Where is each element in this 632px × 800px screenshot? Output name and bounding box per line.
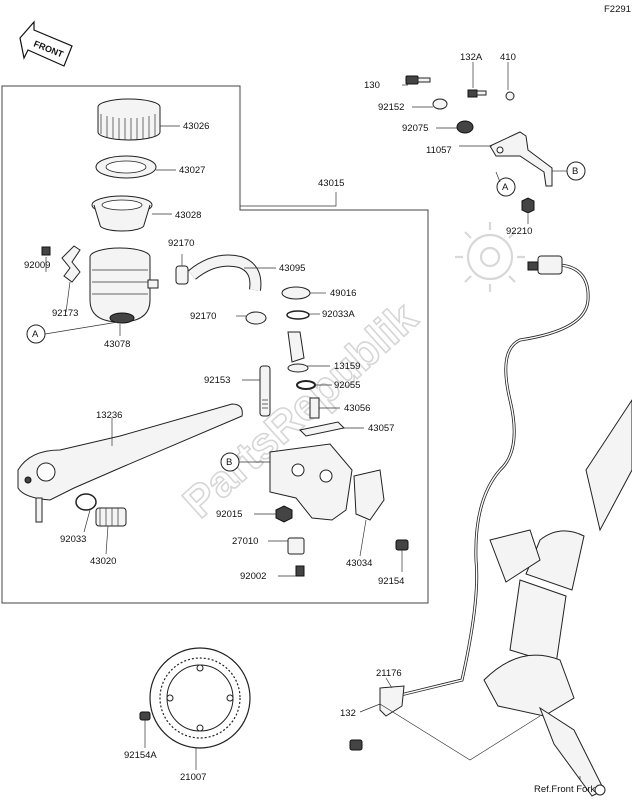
part-label-11057: 11057	[426, 145, 452, 156]
part-label-43026: 43026	[183, 121, 209, 132]
part-label-43020: 43020	[90, 556, 116, 567]
part-label-92009: 92009	[24, 260, 50, 271]
part-label-13159: 13159	[334, 361, 360, 372]
lever-group	[17, 403, 243, 527]
reservoir-tank	[89, 247, 159, 324]
bracket-group	[405, 75, 553, 214]
callout-b-label: B	[572, 166, 578, 177]
part-label-92075: 92075	[402, 123, 428, 134]
part-label-13236: 13236	[96, 410, 122, 421]
part-label-410: 410	[500, 52, 516, 63]
part-label-43027: 43027	[179, 165, 205, 176]
front-fork	[483, 399, 632, 797]
gear-watermark-icon	[455, 222, 525, 292]
part-label-92210: 92210	[506, 226, 532, 237]
part-label-92173: 92173	[52, 308, 78, 319]
part-label-92170-upper: 92170	[168, 238, 194, 249]
part-label-92154a: 92154A	[124, 750, 157, 761]
part-label-21176: 21176	[376, 668, 402, 679]
callout-b-label: B	[226, 457, 232, 468]
part-label-43015: 43015	[318, 178, 344, 189]
part-label-49016: 49016	[330, 288, 356, 299]
part-label-92153: 92153	[204, 375, 230, 386]
callout-a-reservoir: A	[26, 324, 46, 344]
reservoir-cap	[97, 98, 161, 141]
part-label-43078: 43078	[104, 339, 130, 350]
callout-a-bracket: A	[496, 177, 516, 197]
part-label-43095: 43095	[279, 263, 305, 274]
callout-b-body: B	[220, 452, 240, 472]
reservoir-group	[41, 98, 189, 324]
part-label-27010: 27010	[232, 536, 258, 547]
part-label-132: 132	[340, 708, 356, 719]
abs-ring	[139, 647, 251, 749]
callout-b-bracket: B	[566, 161, 586, 181]
part-label-132a: 132A	[460, 52, 483, 63]
part-label-43028: 43028	[175, 210, 201, 221]
part-label-21007: 21007	[180, 772, 206, 783]
part-label-92170-lower: 92170	[190, 311, 216, 322]
diagram-code: F2291	[604, 4, 631, 15]
part-label-92002: 92002	[240, 571, 266, 582]
part-label-130: 130	[364, 80, 380, 91]
assembly-frame	[1, 85, 429, 604]
callout-a-label: A	[32, 329, 39, 340]
part-label-92154: 92154	[378, 576, 404, 587]
part-label-92152: 92152	[378, 102, 404, 113]
callout-a-label: A	[502, 182, 509, 193]
leader-lines	[44, 62, 581, 780]
ref-front-fork-label: Ref.Front Fork	[534, 784, 595, 795]
part-labels: 130 132A 410 92152 92075 11057 92210 430…	[24, 52, 595, 795]
part-label-92033a: 92033A	[322, 309, 355, 320]
part-label-92015: 92015	[216, 509, 242, 520]
abs-sensor	[349, 255, 590, 751]
front-arrow-icon: FRONT	[19, 20, 73, 67]
part-label-43057: 43057	[368, 423, 394, 434]
part-label-43056: 43056	[344, 403, 370, 414]
part-label-92033: 92033	[60, 534, 86, 545]
part-label-92055: 92055	[334, 380, 360, 391]
part-label-43034: 43034	[346, 558, 372, 569]
